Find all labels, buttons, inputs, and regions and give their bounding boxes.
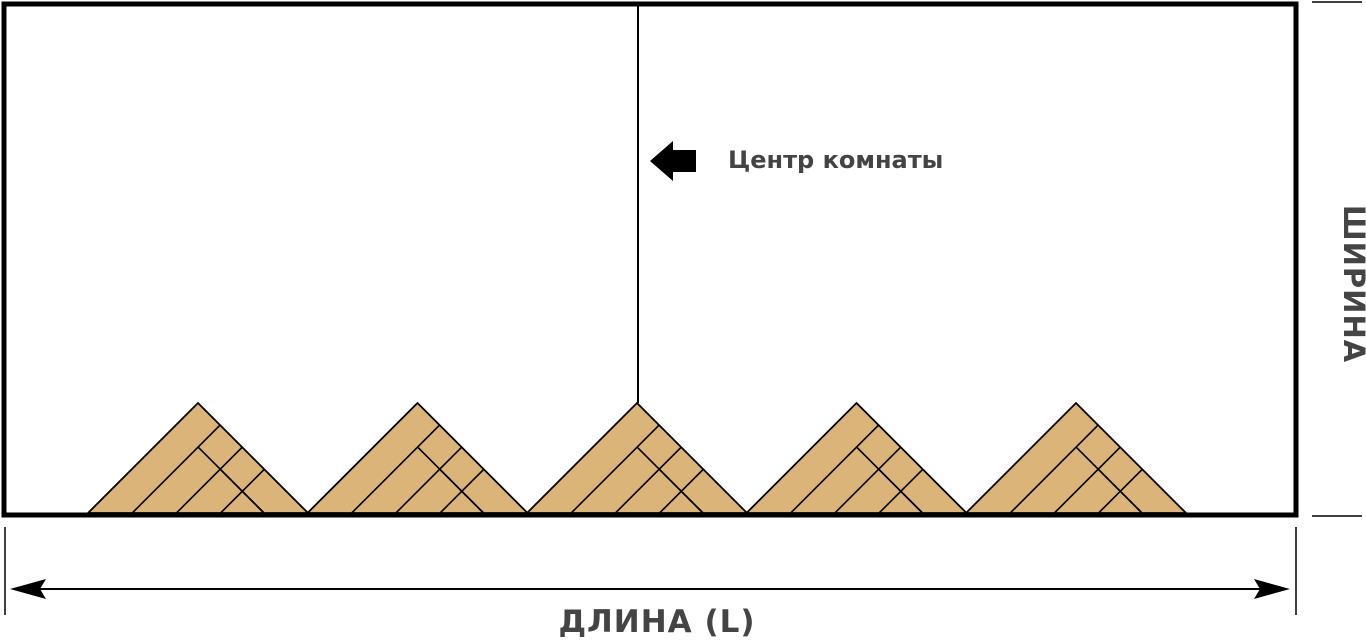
parquet-triangle (744, 401, 969, 514)
length-label: ДЛИНА (L) (558, 604, 756, 640)
room-center-label: Центр комнаты (728, 146, 944, 174)
parquet-triangle (963, 401, 1189, 514)
width-label: ШИРИНА (1337, 204, 1366, 364)
parquet-triangle (524, 401, 750, 514)
arrow-left-icon (650, 141, 696, 181)
parquet-triangle (305, 401, 530, 514)
double-arrow-icon (10, 579, 1290, 599)
parquet-triangle (85, 401, 311, 514)
parquet-herringbone-group (85, 401, 1189, 514)
